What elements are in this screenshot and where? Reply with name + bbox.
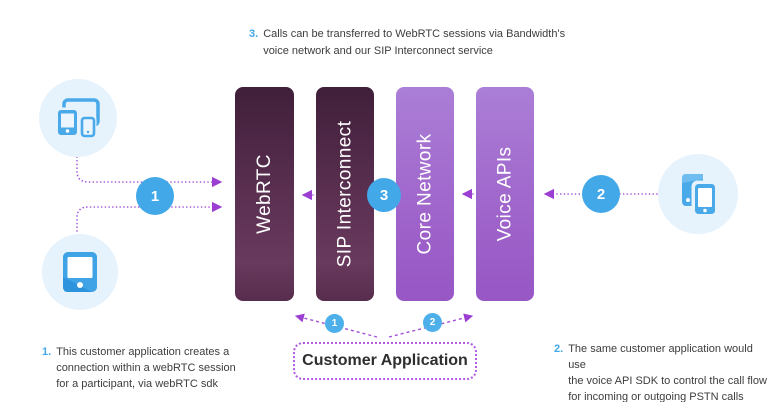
- multi-device-icon: [55, 98, 100, 138]
- pstn-phones-bubble: [658, 154, 738, 234]
- note-webrtc-session-text: This customer application creates a conn…: [56, 346, 236, 390]
- note-transfer-number: 3.: [249, 28, 259, 40]
- connector-app-to-webrtc: [294, 313, 378, 338]
- note-webrtc-session: 1. This customer application creates a c…: [42, 344, 236, 392]
- app-arrow-1-badge: 1: [325, 314, 344, 333]
- customer-application-label: Customer Application: [302, 352, 468, 369]
- tablet-icon: [63, 252, 97, 292]
- pillar-webrtc-label: WebRTC: [253, 154, 275, 234]
- app-arrow-2-number: 2: [429, 317, 436, 328]
- step-1-number: 1: [150, 187, 160, 205]
- connector-device1b-to-webrtc: [76, 201, 223, 232]
- step-3-number: 3: [379, 186, 389, 204]
- app-arrow-2-badge: 2: [423, 313, 442, 332]
- step-2-number: 2: [596, 185, 606, 203]
- webrtc-tablet-bubble: [42, 234, 118, 310]
- note-voice-api-number: 2.: [554, 343, 564, 355]
- step-1-badge: 1: [136, 177, 174, 215]
- step-3-badge: 3: [367, 178, 401, 212]
- webrtc-devices-bubble: [39, 79, 117, 157]
- pillar-webrtc: WebRTC: [235, 87, 294, 301]
- pillar-core-label: Core Network: [414, 133, 436, 255]
- note-webrtc-session-number: 1.: [42, 346, 52, 358]
- note-transfer-text: Calls can be transferred to WebRTC sessi…: [263, 28, 566, 57]
- customer-application-box: Customer Application: [293, 342, 477, 380]
- note-voice-api: 2. The same customer application would u…: [554, 341, 768, 402]
- connector-device1a-to-webrtc: [76, 156, 223, 188]
- note-voice-api-text: The same customer application would use …: [568, 343, 767, 402]
- pillar-voice-label: Voice APIs: [494, 146, 515, 242]
- pillar-sip-label: SIP Interconnect: [334, 120, 355, 268]
- pillar-sip-interconnect: SIP Interconnect: [316, 87, 374, 301]
- step-2-badge: 2: [582, 175, 620, 213]
- pillar-voice-apis: Voice APIs: [476, 87, 534, 301]
- note-transfer: 3. Calls can be transferred to WebRTC se…: [249, 26, 565, 60]
- pillar-core-network: Core Network: [396, 87, 454, 301]
- dual-phone-icon: [682, 174, 719, 217]
- app-arrow-1-number: 1: [331, 318, 338, 329]
